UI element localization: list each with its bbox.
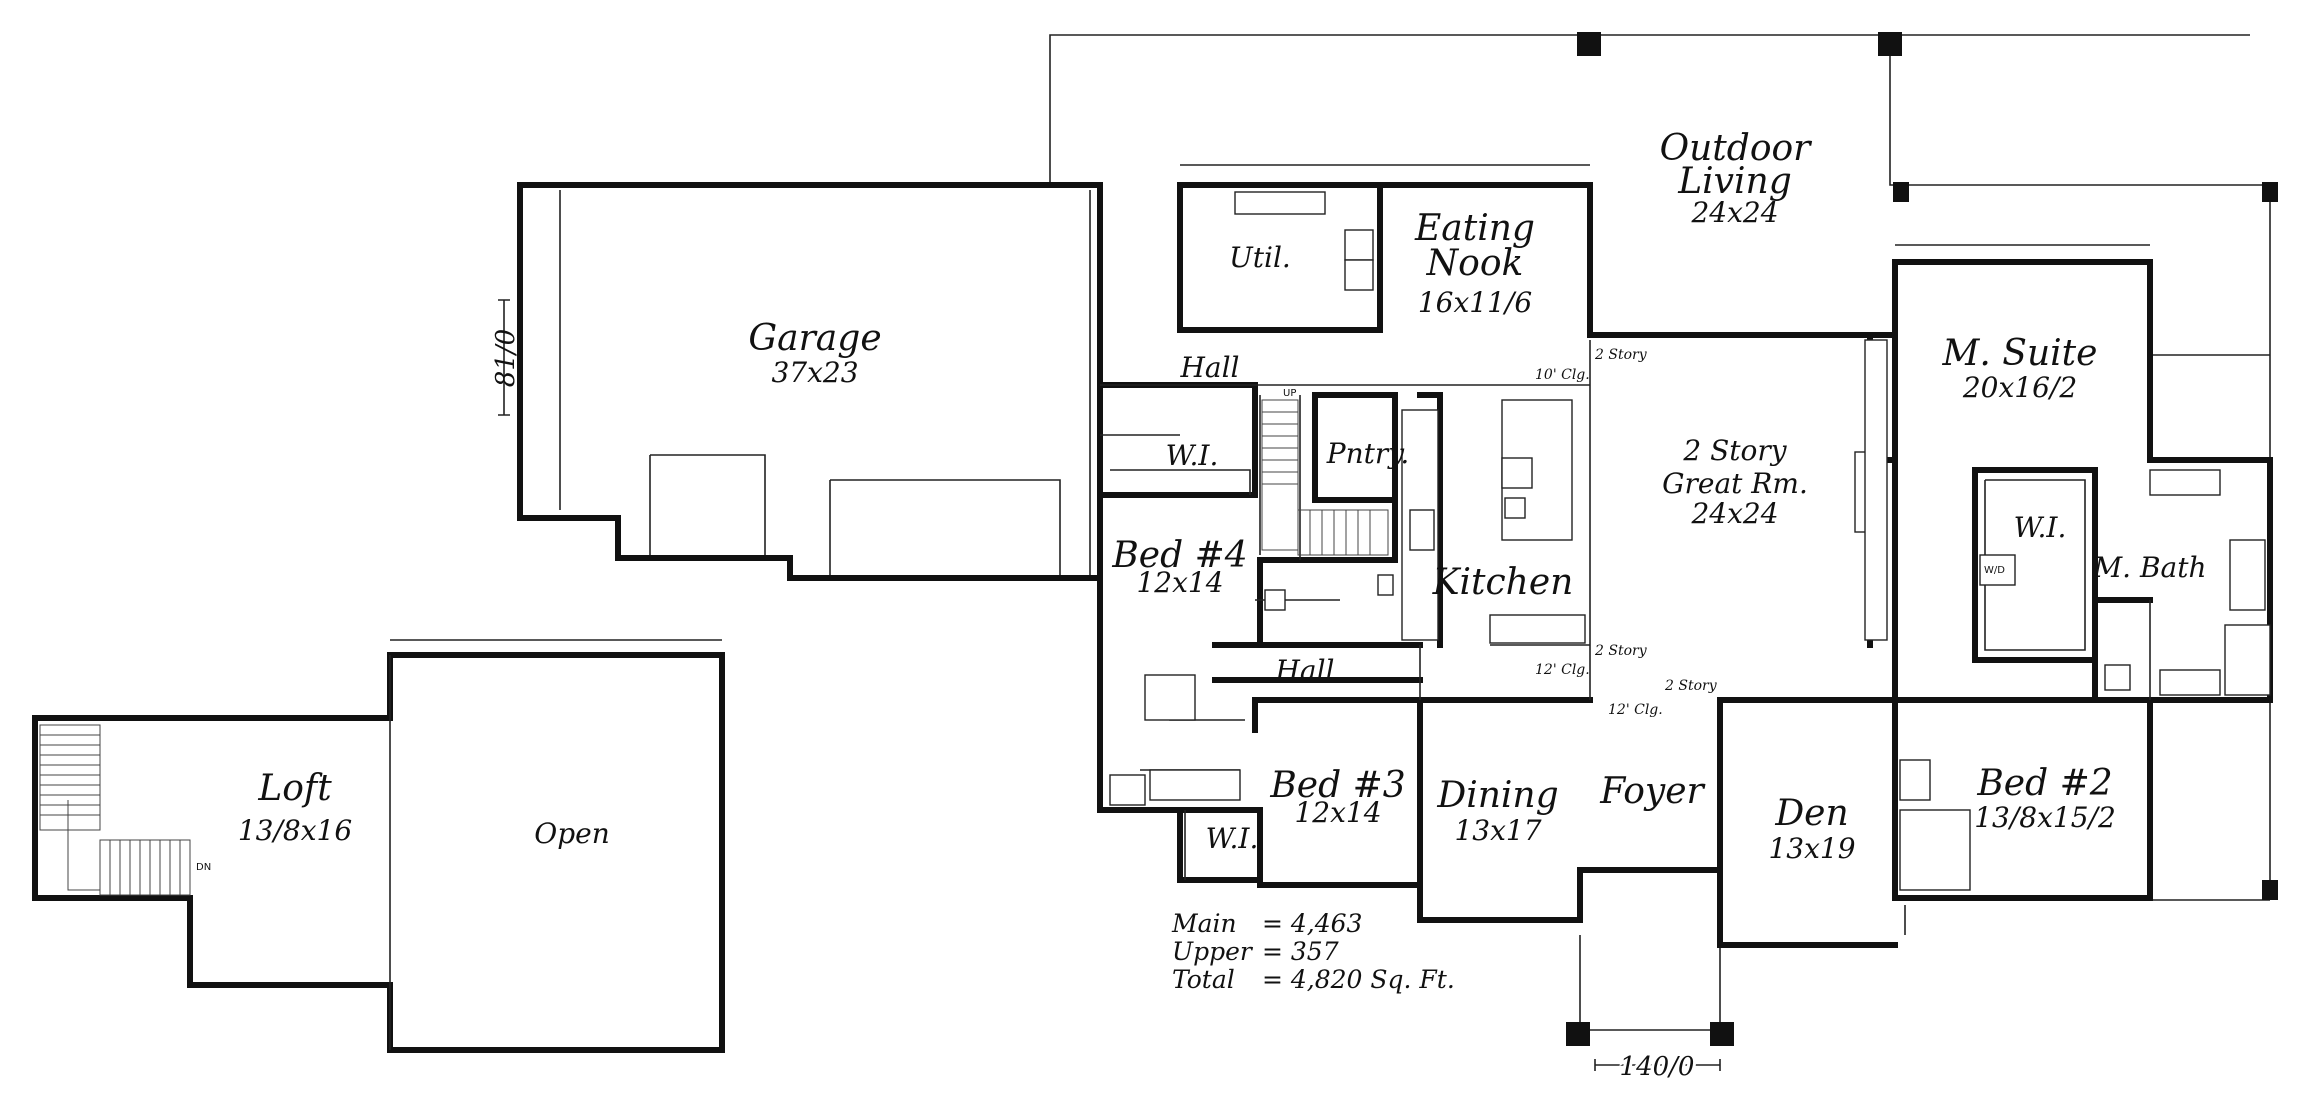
ceiling-12b-label: 12' Clg.: [1608, 702, 1663, 718]
counter-bottom: [1489, 614, 1586, 644]
dining-dims: 13x17: [1454, 814, 1541, 847]
area-upper-value: = 357: [1262, 937, 1339, 966]
wi-bed4-name: W.I.: [1166, 439, 1219, 472]
master-vanity: [2149, 469, 2221, 496]
area-total-value: = 4,820 Sq. Ft.: [1262, 965, 1455, 994]
area-main-label: Main: [1171, 909, 1237, 938]
dimension-lines: [498, 299, 1721, 1071]
util-fixtures: [1234, 191, 1374, 291]
dining-name: Dining: [1436, 775, 1558, 816]
interior-walls: [1100, 340, 1591, 880]
outdoor-living-name-2: Living: [1677, 161, 1792, 202]
great-room-name-2: Great Rm.: [1662, 467, 1808, 500]
bath-fixtures: [1109, 469, 2271, 891]
bed3-dims: 12x14: [1294, 796, 1381, 829]
stair-up-label: UP: [1283, 388, 1296, 399]
main-stair: [1261, 399, 1389, 556]
toilet: [1377, 574, 1394, 596]
bed2-vanity: [1899, 759, 1931, 801]
area-main-value: = 4,463: [1262, 909, 1362, 938]
washer-dryer-label: W/D: [1984, 565, 2005, 576]
hall-upper-name: Hall: [1179, 351, 1239, 384]
den-name: Den: [1774, 793, 1848, 834]
bed3-name: Bed #3: [1269, 765, 1405, 806]
bed2-dims: 13/8x15/2: [1974, 801, 2116, 834]
garage-dims: 37x23: [771, 356, 858, 389]
kitchen-sink: [1501, 457, 1533, 489]
two-story-b-label: 2 Story: [1594, 643, 1648, 659]
outdoor-living-dims: 24x24: [1690, 196, 1778, 229]
eating-nook-name-2: Nook: [1426, 243, 1524, 284]
bed2-tub: [1899, 809, 1971, 891]
wi-bed3-name: W.I.: [1206, 822, 1259, 855]
post: [1878, 32, 1902, 56]
room-labels: Outdoor Living 24x24 Garage 37x23 Util. …: [238, 128, 2207, 865]
bed4-dims: 12x14: [1136, 566, 1223, 599]
area-total-label: Total: [1172, 965, 1235, 994]
depth-dimension: 81/0: [491, 329, 521, 387]
post: [1710, 1022, 1734, 1046]
master-toilet: [2104, 664, 2131, 691]
small-annotations: 10' Clg. 2 Story 2 Story 12' Clg. 2 Stor…: [196, 347, 2005, 873]
stair-dn-label: DN: [196, 862, 211, 873]
ceiling-12a-label: 12' Clg.: [1535, 662, 1590, 678]
foyer-name: Foyer: [1599, 771, 1705, 812]
dimension-labels: 81/0 140/0: [491, 329, 1697, 1085]
post: [1577, 32, 1601, 56]
util-name: Util.: [1229, 241, 1291, 274]
pantry-area: [1312, 392, 1398, 503]
porch-posts: [1566, 32, 2278, 1046]
pantry-name: Pntry.: [1326, 437, 1410, 470]
master-shower: [2224, 624, 2271, 696]
tub: [1149, 769, 1241, 801]
post: [2262, 182, 2278, 202]
m-suite-dims: 20x16/2: [1962, 371, 2077, 404]
kitchen-fixtures: [1401, 399, 1586, 644]
fireplace: [1854, 339, 1888, 641]
master-vanity-2: [2159, 669, 2221, 696]
cooktop: [1504, 497, 1526, 519]
ceiling-10-label: 10' Clg.: [1535, 367, 1590, 383]
master-tub: [2229, 539, 2266, 611]
post: [1893, 182, 1909, 202]
wi-master-name: W.I.: [2014, 511, 2067, 544]
master-closet: [1972, 467, 2153, 703]
shower: [1144, 674, 1196, 721]
area-upper-label: Upper: [1172, 937, 1254, 966]
width-dimension: 140/0: [1620, 1052, 1695, 1082]
post: [1566, 1022, 1590, 1046]
bed2-name: Bed #2: [1976, 763, 2112, 804]
loft-dims: 13/8x16: [238, 814, 352, 847]
toilet: [1264, 589, 1286, 611]
range: [1409, 509, 1435, 551]
loft-name: Loft: [257, 768, 332, 809]
garage-details: [559, 190, 1091, 575]
outdoor-living-name-1: Outdoor: [1660, 128, 1813, 169]
area-summary: Main = 4,463 Upper = 357 Total = 4,820 S…: [1171, 909, 1455, 994]
vanity: [1109, 774, 1146, 806]
m-suite-name: M. Suite: [1942, 333, 2098, 374]
upper-floor: [32, 639, 725, 1053]
two-story-a-label: 2 Story: [1594, 347, 1648, 363]
two-story-c-label: 2 Story: [1664, 678, 1718, 694]
post: [2262, 880, 2278, 900]
hall-lower-name: Hall: [1274, 654, 1334, 687]
bed4-name: Bed #4: [1111, 535, 1247, 576]
kitchen-name: Kitchen: [1432, 562, 1574, 603]
great-room-name-1: 2 Story: [1682, 434, 1787, 467]
m-bath-name: M. Bath: [2092, 551, 2206, 584]
den-dims: 13x19: [1768, 832, 1855, 865]
garage-name: Garage: [748, 318, 881, 359]
eating-nook-dims: 16x11/6: [1418, 286, 1532, 319]
open-name: Open: [534, 817, 609, 850]
great-room-dims: 24x24: [1690, 497, 1778, 530]
eating-nook-name-1: Eating: [1414, 208, 1535, 249]
